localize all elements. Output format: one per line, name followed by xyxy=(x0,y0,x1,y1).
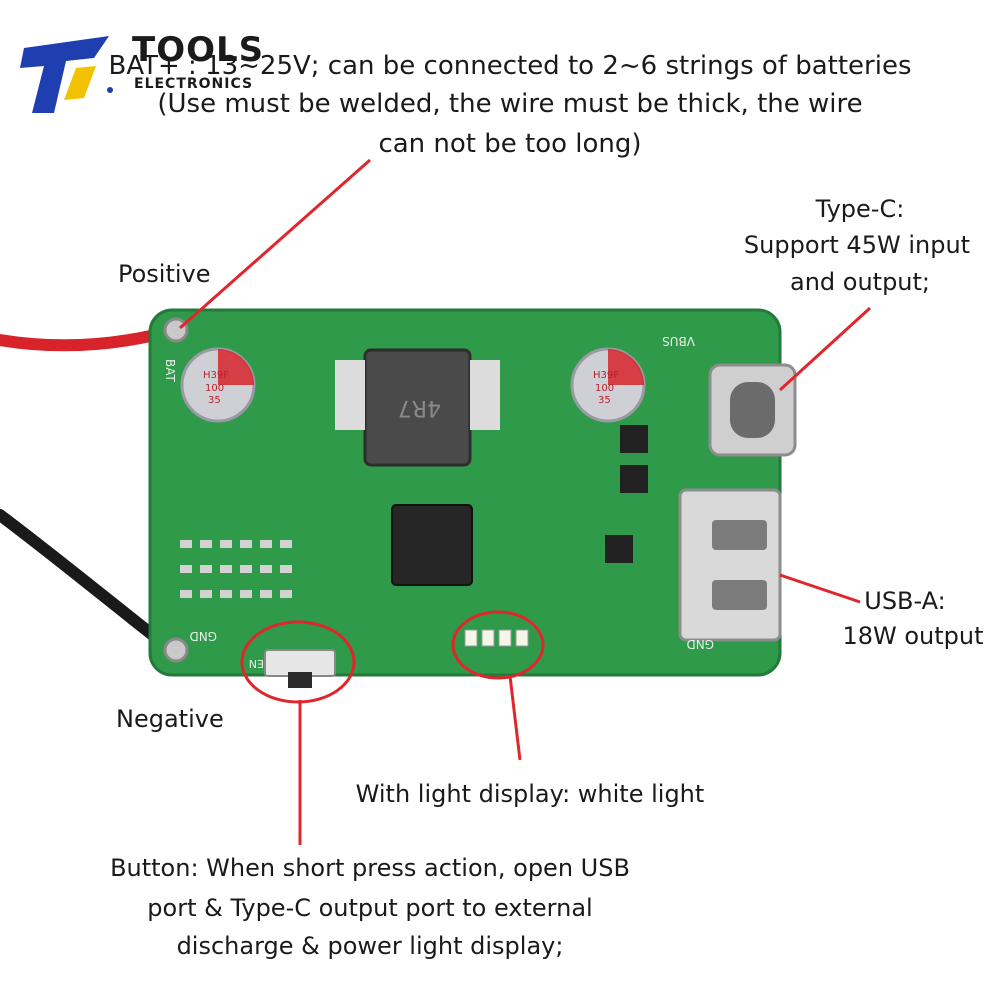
led-pointer xyxy=(508,675,522,761)
small-ic-2 xyxy=(620,465,648,493)
silk-gnd-right: GND xyxy=(686,637,714,651)
small-ic-1 xyxy=(620,425,648,453)
usba-pointer xyxy=(779,573,861,604)
label-typec-title: Type-C: xyxy=(815,195,905,223)
gnd-pad xyxy=(163,637,189,663)
label-button-line-2: port & Type-C output port to external xyxy=(147,894,593,922)
small-ic-3 xyxy=(605,535,633,563)
cap-right-label-2: 100 xyxy=(595,383,614,394)
cap-right-label-3: 35 xyxy=(598,395,611,406)
inductor-marking: 4R7 xyxy=(398,395,441,420)
header-line-3: can not be too long) xyxy=(378,129,642,159)
label-usba-title: USB-A: xyxy=(864,587,946,615)
bat-pad xyxy=(163,317,189,343)
logo-mark-icon xyxy=(20,36,113,113)
black-wire xyxy=(0,509,178,656)
button-highlight xyxy=(240,620,356,704)
brand-logo: TOOLS ELECTRONICS xyxy=(14,28,263,118)
header-line-2: (Use must be welded, the wire must be th… xyxy=(157,89,863,119)
label-light-display: With light display: white light xyxy=(355,780,705,808)
cap-right-label-1: H39F xyxy=(593,370,619,381)
silk-en: EN xyxy=(249,657,264,670)
label-button-line-3: discharge & power light display; xyxy=(176,932,564,960)
main-ic xyxy=(391,504,473,586)
header-line-1: BAT+ : 13~25V; can be connected to 2~6 s… xyxy=(108,51,912,81)
silk-vbus: VBUS xyxy=(662,334,695,348)
cap-left-label-2: 100 xyxy=(205,383,224,394)
resistor-array xyxy=(180,540,292,598)
positive-pointer xyxy=(179,158,371,330)
label-usba-desc: 18W output xyxy=(842,622,984,650)
label-negative: Negative xyxy=(116,705,224,733)
logo-word-electronics: ELECTRONICS xyxy=(134,76,254,92)
label-positive: Positive xyxy=(118,260,211,288)
silk-bat: BAT xyxy=(163,359,177,383)
logo-word-tools: TOOLS xyxy=(132,30,265,70)
cap-left-label-3: 35 xyxy=(208,395,221,406)
label-typec-desc-2: and output; xyxy=(789,268,931,296)
silk-gnd-left: GND xyxy=(189,629,217,643)
typec-pointer xyxy=(778,306,872,392)
usba-port xyxy=(678,488,782,642)
led-highlight xyxy=(451,610,545,680)
cap-left-label-1: H39F xyxy=(203,370,229,381)
led-group xyxy=(464,629,529,647)
label-typec-desc-1: Support 45W input xyxy=(743,231,971,259)
label-button-line-1: Button: When short press action, open US… xyxy=(110,854,630,882)
